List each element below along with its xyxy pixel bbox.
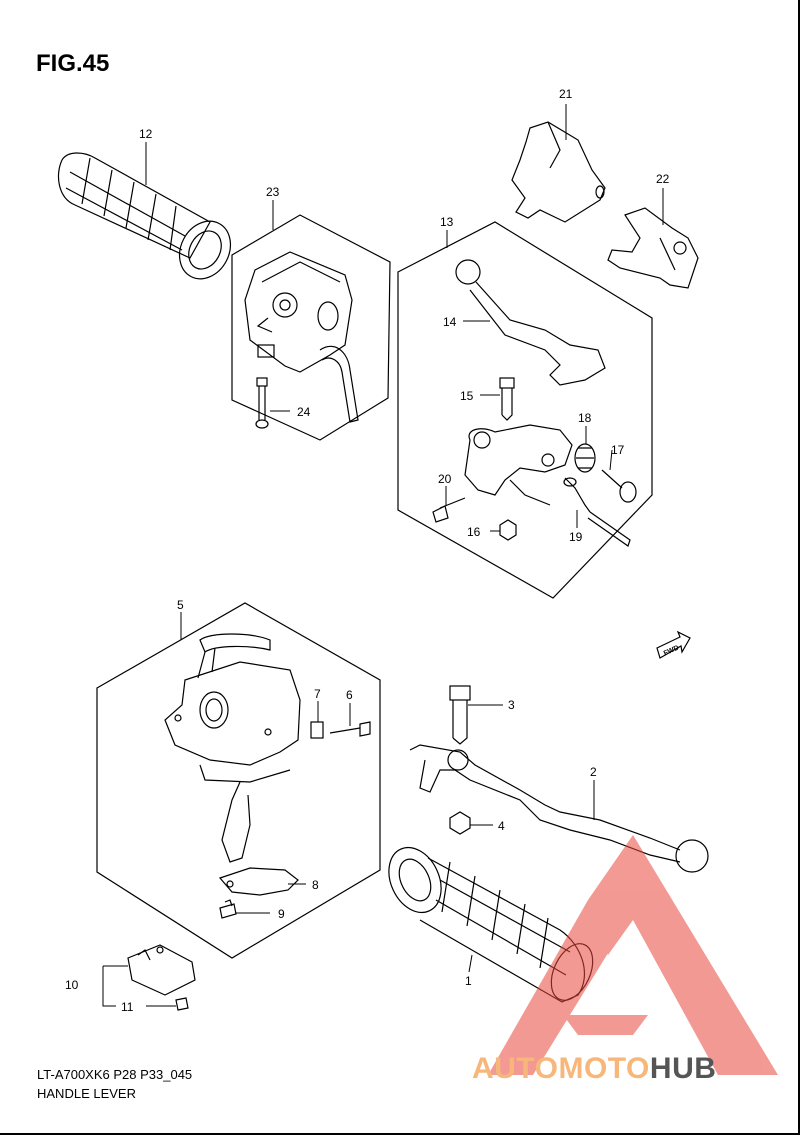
callout-23: 23 bbox=[266, 185, 280, 199]
callout-15: 15 bbox=[460, 389, 474, 403]
watermark-part-2: HUB bbox=[649, 1052, 717, 1085]
nut-part-16 bbox=[499, 519, 517, 541]
switch-part-10 bbox=[127, 944, 196, 996]
bracket-part-22 bbox=[607, 207, 699, 289]
callout-3: 3 bbox=[508, 698, 515, 712]
nut-part-7 bbox=[310, 721, 324, 739]
figure-title: FIG.45 bbox=[36, 50, 110, 77]
watermark-text: AUTOMOTOHUB bbox=[472, 1052, 716, 1086]
callout-18: 18 bbox=[578, 411, 592, 425]
fwd-arrow-icon bbox=[656, 630, 691, 659]
callout-22: 22 bbox=[656, 172, 670, 186]
lever-part-2 bbox=[409, 744, 709, 873]
callout-16: 16 bbox=[467, 525, 481, 539]
watermark-part-1: AUTOMOTO bbox=[472, 1052, 650, 1085]
callout-17: 17 bbox=[611, 443, 625, 457]
callout-7: 7 bbox=[314, 687, 321, 701]
callout-21: 21 bbox=[559, 87, 573, 101]
switch-part-19 bbox=[563, 477, 631, 547]
callout-12: 12 bbox=[139, 127, 153, 141]
figure-caption: HANDLE LEVER bbox=[37, 1086, 136, 1101]
bolt-part-20 bbox=[432, 497, 466, 523]
callout-4: 4 bbox=[498, 819, 505, 833]
switch-housing-part-23 bbox=[244, 251, 359, 423]
nut-part-4 bbox=[449, 811, 471, 835]
cover-part-21 bbox=[511, 121, 606, 223]
callout-19: 19 bbox=[569, 530, 583, 544]
callout-1: 1 bbox=[465, 974, 472, 988]
callout-11: 11 bbox=[121, 1000, 134, 1014]
screw-part-24 bbox=[255, 377, 269, 429]
group-frame-13 bbox=[397, 221, 653, 599]
callout-20: 20 bbox=[438, 472, 452, 486]
right-border bbox=[798, 0, 800, 1135]
callout-8: 8 bbox=[312, 878, 319, 892]
callout-13: 13 bbox=[440, 215, 454, 229]
model-code: LT-A700XK6 P28 P33_045 bbox=[37, 1067, 193, 1082]
throttle-housing-part-5 bbox=[164, 633, 301, 863]
bolt-part-3 bbox=[449, 685, 471, 745]
lever-bracket-body bbox=[464, 424, 573, 506]
bolt-part-15 bbox=[499, 377, 515, 421]
callout-24: 24 bbox=[297, 405, 311, 419]
callout-9: 9 bbox=[278, 907, 285, 921]
group-frame-23 bbox=[231, 214, 391, 441]
callout-5: 5 bbox=[177, 598, 184, 612]
callout-2: 2 bbox=[590, 765, 597, 779]
callout-6: 6 bbox=[346, 688, 353, 702]
screw-part-6 bbox=[329, 721, 371, 737]
screw-part-9 bbox=[219, 899, 237, 919]
group-frame-5 bbox=[96, 602, 381, 959]
plate-part-8 bbox=[218, 867, 299, 896]
left-grip-part-12 bbox=[57, 152, 232, 280]
bolt-part-17 bbox=[601, 469, 637, 503]
lever-part-14 bbox=[455, 259, 606, 386]
automotohub-logo bbox=[488, 835, 778, 1075]
leader-lines bbox=[102, 104, 664, 1007]
adjuster-part-18 bbox=[574, 443, 596, 473]
callout-14: 14 bbox=[443, 315, 457, 329]
screw-part-11 bbox=[175, 997, 189, 1011]
bottom-border bbox=[0, 1133, 800, 1135]
callout-10: 10 bbox=[65, 978, 79, 992]
